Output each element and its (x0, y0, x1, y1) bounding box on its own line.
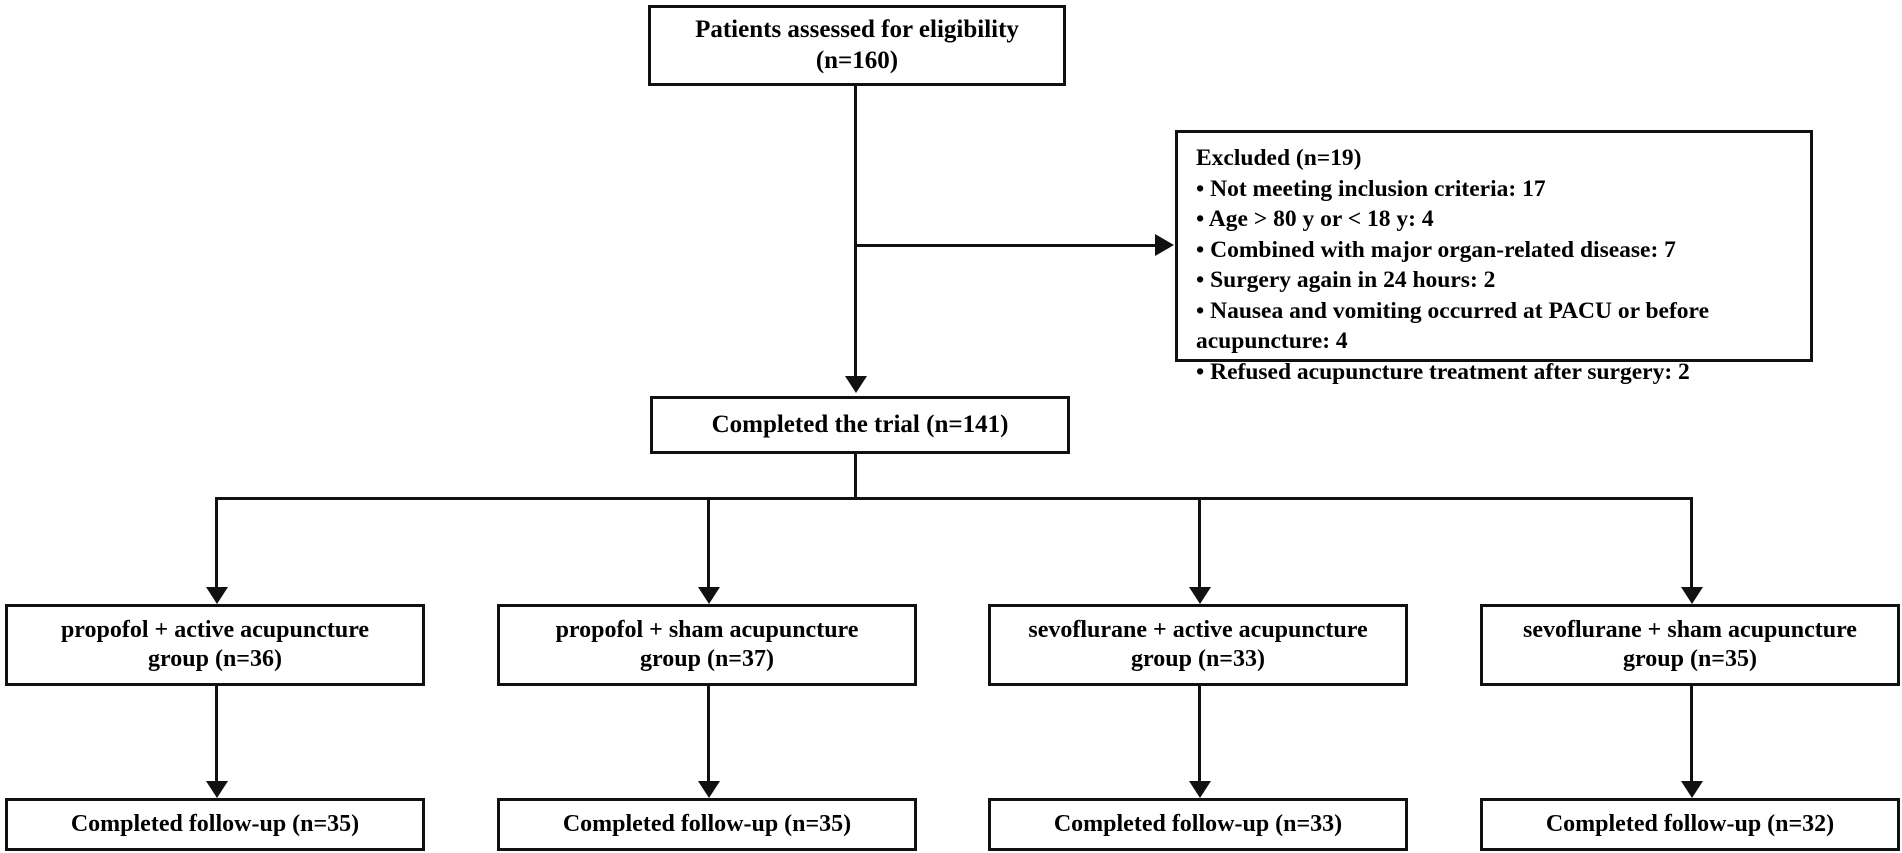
node-group-sevoflurane-active: sevoflurane + active acupuncture group (… (988, 604, 1408, 686)
excluded-heading: Excluded (n=19) (1196, 145, 1362, 171)
connector-drop-group-4 (1690, 497, 1693, 587)
connector-distribution-bus (215, 497, 1693, 500)
arrowhead-followup-2 (698, 781, 720, 798)
node-followup-propofol-active: Completed follow-up (n=35) (5, 798, 425, 851)
group-3-line-1: sevoflurane + active acupuncture (1028, 616, 1368, 643)
arrowhead-followup-3 (1189, 781, 1211, 798)
eligibility-line-1: Patients assessed for eligibility (695, 16, 1019, 43)
connector-group-4-to-followup-4 (1690, 686, 1693, 781)
group-4-line-2: group (n=35) (1623, 646, 1757, 672)
node-followup-sevoflurane-active: Completed follow-up (n=33) (988, 798, 1408, 851)
followup-2-label: Completed follow-up (n=35) (562, 810, 852, 837)
node-completed-the-trial: Completed the trial (n=141) (650, 396, 1070, 454)
arrowhead-group-4 (1681, 587, 1703, 604)
arrowhead-group-1 (206, 587, 228, 604)
arrowhead-followup-4 (1681, 781, 1703, 798)
node-followup-propofol-sham: Completed follow-up (n=35) (497, 798, 917, 851)
followup-4-label: Completed follow-up (n=32) (1545, 810, 1835, 837)
node-excluded: Excluded (n=19) • Not meeting inclusion … (1175, 130, 1813, 385)
connector-eligibility-to-trial (854, 86, 857, 376)
excluded-reason-4: • Surgery again in 24 hours: 2 (1196, 267, 1496, 294)
excluded-reason-5-cont: acupuncture: 4 (1196, 328, 1348, 355)
node-group-sevoflurane-sham: sevoflurane + sham acupuncture group (n=… (1480, 604, 1900, 686)
connector-drop-group-3 (1198, 497, 1201, 587)
eligibility-line-2: (n=160) (815, 46, 899, 74)
group-1-line-2: group (n=36) (148, 646, 282, 672)
connector-group-1-to-followup-1 (215, 686, 218, 781)
arrowhead-eligibility-to-trial (845, 376, 867, 393)
node-group-propofol-sham: propofol + sham acupuncture group (n=37) (497, 604, 917, 686)
excluded-reason-6: • Refused acupuncture treatment after su… (1196, 358, 1690, 385)
completed-trial-label: Completed the trial (n=141) (711, 410, 1009, 438)
excluded-reason-5: • Nausea and vomiting occurred at PACU o… (1196, 297, 1709, 324)
connector-group-3-to-followup-3 (1198, 686, 1201, 781)
excluded-reason-3: • Combined with major organ-related dise… (1196, 236, 1676, 263)
group-2-line-2: group (n=37) (640, 646, 774, 672)
node-group-propofol-active: propofol + active acupuncture group (n=3… (5, 604, 425, 686)
connector-group-2-to-followup-2 (707, 686, 710, 781)
connector-trial-stem (854, 454, 857, 500)
arrowhead-followup-1 (206, 781, 228, 798)
group-4-line-1: sevoflurane + sham acupuncture (1523, 616, 1857, 643)
arrowhead-to-excluded (1155, 234, 1174, 256)
group-3-line-2: group (n=33) (1131, 646, 1265, 672)
excluded-reason-2: • Age > 80 y or < 18 y: 4 (1196, 206, 1434, 233)
followup-1-label: Completed follow-up (n=35) (70, 810, 360, 837)
arrowhead-group-2 (698, 587, 720, 604)
group-1-line-1: propofol + active acupuncture (60, 616, 370, 643)
group-2-line-1: propofol + sham acupuncture (555, 616, 859, 643)
arrowhead-group-3 (1189, 587, 1211, 604)
followup-3-label: Completed follow-up (n=33) (1053, 810, 1343, 837)
connector-drop-group-1 (215, 497, 218, 587)
node-patients-assessed-for-eligibility: Patients assessed for eligibility (n=160… (648, 5, 1066, 86)
node-followup-sevoflurane-sham: Completed follow-up (n=32) (1480, 798, 1900, 851)
connector-drop-group-2 (707, 497, 710, 587)
excluded-reason-1: • Not meeting inclusion criteria: 17 (1196, 175, 1546, 202)
connector-trunk-to-excluded (855, 244, 1155, 247)
